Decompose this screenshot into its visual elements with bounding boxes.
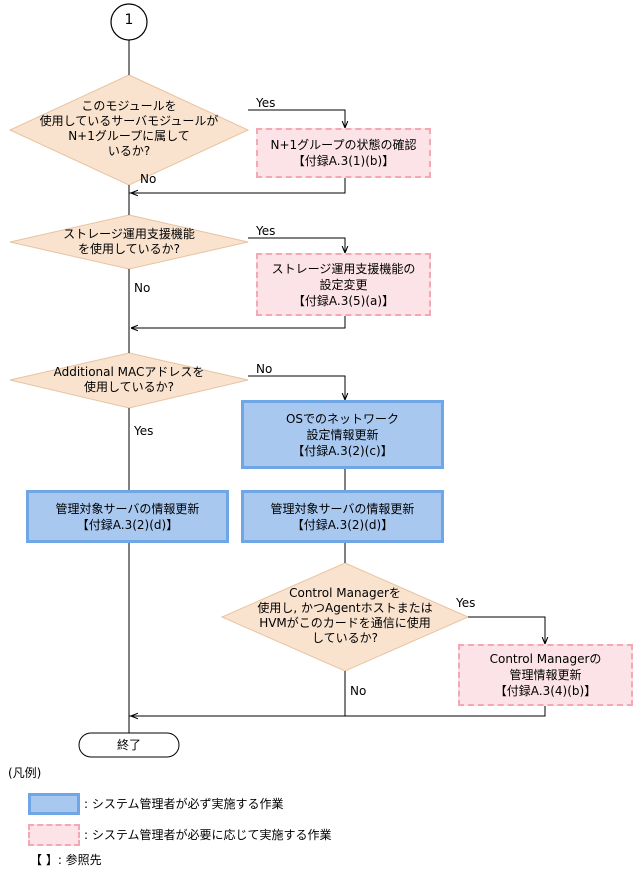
action-box-5: 管理対象サーバの情報更新 【付録A.3(2)(d)】 <box>241 490 444 543</box>
end-terminal <box>78 732 180 758</box>
action-box-5-line-2: 【付録A.3(2)(d)】 <box>291 517 394 532</box>
legend-required-swatch <box>28 793 80 815</box>
action-box-1-line-1: N+1グループの状態の確認 <box>270 138 417 152</box>
decision-4-line-2: 使用し, かつAgentホストまたは <box>257 601 433 615</box>
end-terminal-label: 終了 <box>116 738 141 752</box>
edge-label-d1-yes: Yes <box>256 96 276 110</box>
decision-1-line-4: いるか? <box>107 144 151 158</box>
action-box-4-line-2: 【付録A.3(2)(d)】 <box>76 517 179 532</box>
action-box-2-line-2: 設定変更 <box>319 277 368 292</box>
action-box-1-line-2: 【付録A.3(1)(b)】 <box>292 154 395 168</box>
decision-1-text: このモジュールを 使用しているサーバモジュールが N+1グループに属して いるか… <box>29 99 229 159</box>
legend-optional-swatch <box>28 824 80 846</box>
legend-required-text: : システム管理者が必ず実施する作業 <box>84 797 284 811</box>
action-box-2: ストレージ運用支援機能の 設定変更 【付録A.3(5)(a)】 <box>256 253 431 316</box>
action-box-5-line-1: 管理対象サーバの情報更新 <box>270 501 415 516</box>
edge-label-d2-no: No <box>134 281 151 295</box>
decision-4-line-3: HVMがこのカードを通信に使用 <box>259 616 431 630</box>
action-box-1: N+1グループの状態の確認 【付録A.3(1)(b)】 <box>256 128 431 178</box>
action-box-6-line-2: 管理情報更新 <box>509 668 582 682</box>
decision-2-line-2: を使用しているか? <box>77 242 180 256</box>
decision-2-text: ストレージ運用支援機能 を使用しているか? <box>29 227 229 257</box>
decision-4-text: Control Managerを 使用し, かつAgentホストまたは HVMが… <box>240 586 450 646</box>
action-box-6-line-3: 【付録A.3(4)(b)】 <box>494 684 597 698</box>
decision-4-line-4: しているか? <box>311 631 378 645</box>
decision-4-line-1: Control Managerを <box>289 586 401 600</box>
action-box-3-line-1: OSでのネットワーク <box>285 411 400 426</box>
action-box-3-line-3: 【付録A.3(2)(c)】 <box>292 443 393 458</box>
decision-2-line-1: ストレージ運用支援機能 <box>63 227 195 241</box>
edge-label-d4-no: No <box>350 684 367 698</box>
action-box-2-line-3: 【付録A.3(5)(a)】 <box>292 293 395 308</box>
action-box-4: 管理対象サーバの情報更新 【付録A.3(2)(d)】 <box>26 490 229 543</box>
action-box-2-line-1: ストレージ運用支援機能の <box>271 261 416 276</box>
decision-1-line-2: 使用しているサーバモジュールが <box>39 114 219 128</box>
connector-lines <box>128 40 545 733</box>
edge-label-d2-yes: Yes <box>256 224 276 238</box>
action-box-6-line-1: Control Managerの <box>489 652 602 666</box>
edge-label-d4-yes: Yes <box>456 596 476 610</box>
decision-1-line-3: N+1グループに属して <box>68 129 190 143</box>
legend-optional-text: : システム管理者が必要に応じて実施する作業 <box>84 828 332 842</box>
edge-label-d3-yes: Yes <box>134 424 154 438</box>
decision-3-line-1: Additional MACアドレスを <box>53 365 205 379</box>
legend-title: (凡例) <box>8 766 42 780</box>
legend-reference-text: 【 】: 参照先 <box>30 853 102 867</box>
action-box-3-line-2: 設定情報更新 <box>306 427 379 442</box>
decision-3-line-2: 使用しているか? <box>83 380 174 394</box>
start-connector-label: 1 <box>124 12 134 28</box>
action-box-3: OSでのネットワーク 設定情報更新 【付録A.3(2)(c)】 <box>241 400 444 469</box>
action-box-6: Control Managerの 管理情報更新 【付録A.3(4)(b)】 <box>458 644 633 706</box>
edge-label-d3-no: No <box>256 362 273 376</box>
action-box-4-line-1: 管理対象サーバの情報更新 <box>55 501 200 516</box>
decision-3-text: Additional MACアドレスを 使用しているか? <box>29 365 229 395</box>
decision-1-line-1: このモジュールを <box>81 99 177 113</box>
edge-label-d1-no: No <box>140 172 157 186</box>
